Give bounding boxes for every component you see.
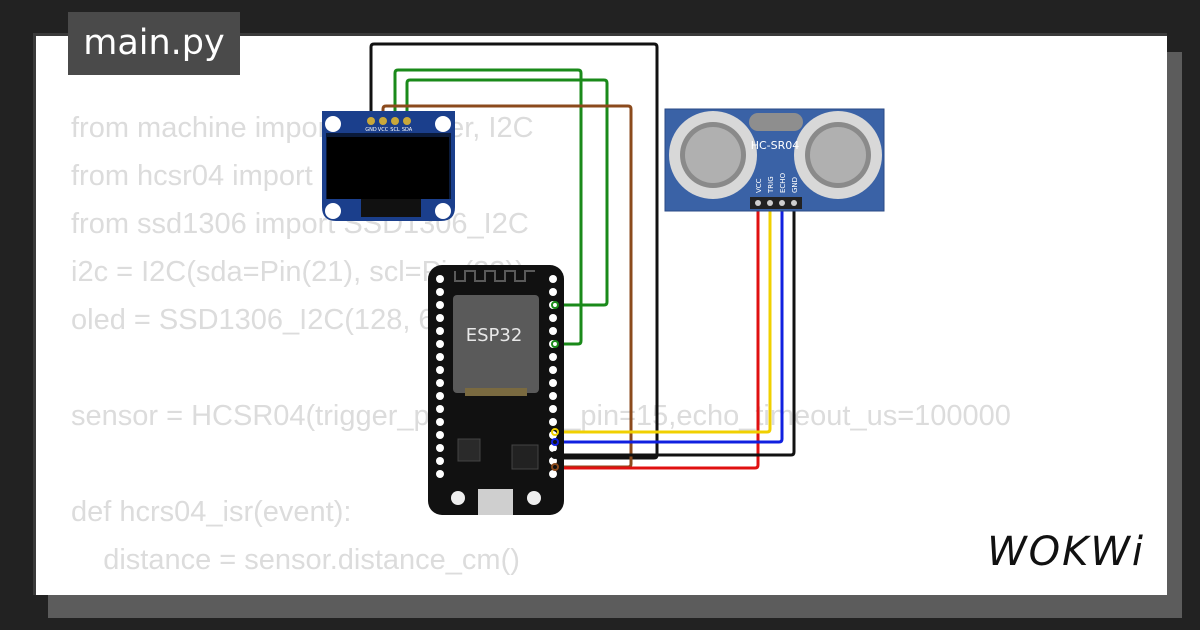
oled-pin-label: SDA xyxy=(402,127,413,133)
wire-sda-oled xyxy=(405,78,609,307)
oled-display[interactable]: GND VCC SCL SDA xyxy=(322,111,455,221)
hcsr04-pin-label: GND xyxy=(791,177,799,193)
wire-gnd-oled xyxy=(369,42,659,460)
oled-screen xyxy=(327,137,449,199)
esp32-label: ESP32 xyxy=(466,325,523,346)
wire-vcc-sensor xyxy=(555,201,760,470)
hcsr04-pin-label: ECHO xyxy=(779,172,787,193)
mounting-hole-icon xyxy=(325,203,341,219)
code-line: distance = sensor.distance_cm() xyxy=(71,544,520,576)
mounting-hole-icon xyxy=(435,116,451,132)
antenna-icon xyxy=(454,270,535,282)
wire-scl-oled xyxy=(393,68,583,346)
hcsr04-pin-label: VCC xyxy=(755,178,763,193)
circuit-diagram[interactable]: GND VCC SCL SDA ESP32 xyxy=(36,36,1167,595)
wire-trig-sensor xyxy=(555,201,772,434)
wire-gnd-sensor xyxy=(555,201,796,457)
code-line: print(distance) xyxy=(71,584,1011,595)
hcsr04-pin-label: TRIG xyxy=(767,176,775,194)
mounting-hole-icon xyxy=(435,203,451,219)
oled-pin-label: GND xyxy=(365,127,377,133)
wire-joints xyxy=(551,301,559,471)
file-tab-main-py[interactable]: main.py xyxy=(68,12,240,75)
esp32-left-pins xyxy=(436,275,444,478)
esp32-board[interactable]: ESP32 xyxy=(428,265,564,515)
oled-pin-label: VCC xyxy=(378,127,389,133)
hcsr04-label: HC-SR04 xyxy=(751,139,800,152)
wokwi-logo[interactable]: WOKWi xyxy=(987,529,1145,575)
wires xyxy=(369,42,796,470)
code-line: def hcrs04_isr(event): xyxy=(71,496,352,528)
wire-vcc-oled xyxy=(381,104,633,469)
usb-port-icon xyxy=(478,489,513,515)
oled-pin-label: SCL xyxy=(390,127,400,133)
hcsr04-sensor[interactable]: HC-SR04 VCC TRIG ECHO GND xyxy=(664,108,885,212)
crystal-icon xyxy=(749,113,803,131)
mounting-hole-icon xyxy=(325,116,341,132)
wire-echo-sensor xyxy=(555,201,784,444)
